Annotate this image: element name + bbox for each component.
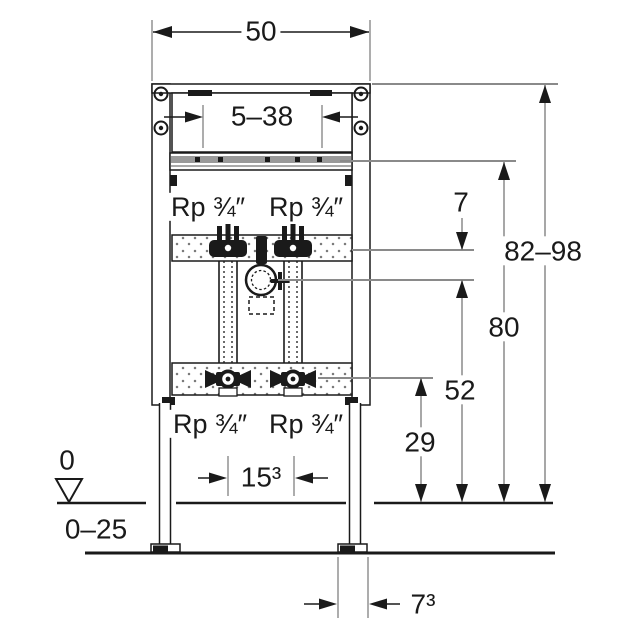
panel-tab — [188, 90, 212, 96]
floor-buildup-range-label: 0–25 — [60, 514, 132, 544]
dim-lower-connection-height-label: 29 — [400, 427, 440, 457]
mixer-connection — [244, 263, 289, 315]
connection-label-lower-left: Rp ¾″ — [168, 409, 252, 438]
dim-mixer-height-label: 52 — [440, 375, 480, 405]
dim-frame-width-label: 50 — [241, 16, 281, 46]
dim-frame-height-range-label: 82–98 — [500, 236, 586, 266]
dimension-foot-depth — [304, 557, 400, 618]
dashed-box — [248, 296, 275, 315]
mounting-rail — [169, 152, 353, 186]
connection-label-upper-right: Rp ¾″ — [264, 192, 348, 221]
dimension-connection-offset — [456, 218, 468, 250]
dim-connection-offset-label: 7 — [449, 187, 473, 217]
corner-screw-icons — [153, 86, 369, 136]
dimension-panel-range — [164, 105, 358, 148]
dim-rail-height-label: 80 — [484, 312, 524, 342]
supply-pipes — [218, 261, 303, 363]
dimension-connection-spacing — [198, 456, 328, 496]
leader-lines — [278, 83, 558, 379]
floor-lines — [57, 501, 555, 555]
connection-label-lower-right: Rp ¾″ — [264, 409, 348, 438]
connection-label-upper-left: Rp ¾″ — [166, 192, 250, 221]
dim-foot-depth-label: 7³ — [406, 589, 440, 619]
upper-water-connections — [209, 224, 312, 264]
floor-level-label: 0 — [55, 445, 79, 475]
floor-level-marker-icon — [54, 478, 84, 505]
dim-panel-range-label: 5–38 — [226, 101, 298, 131]
dim-connection-spacing-label: 15³ — [236, 462, 286, 492]
lower-crossbar — [162, 362, 358, 405]
panel-tab — [310, 90, 332, 96]
lower-water-connections — [205, 369, 316, 397]
dimension-frame-height-range — [539, 85, 551, 502]
frame-legs — [150, 403, 368, 553]
